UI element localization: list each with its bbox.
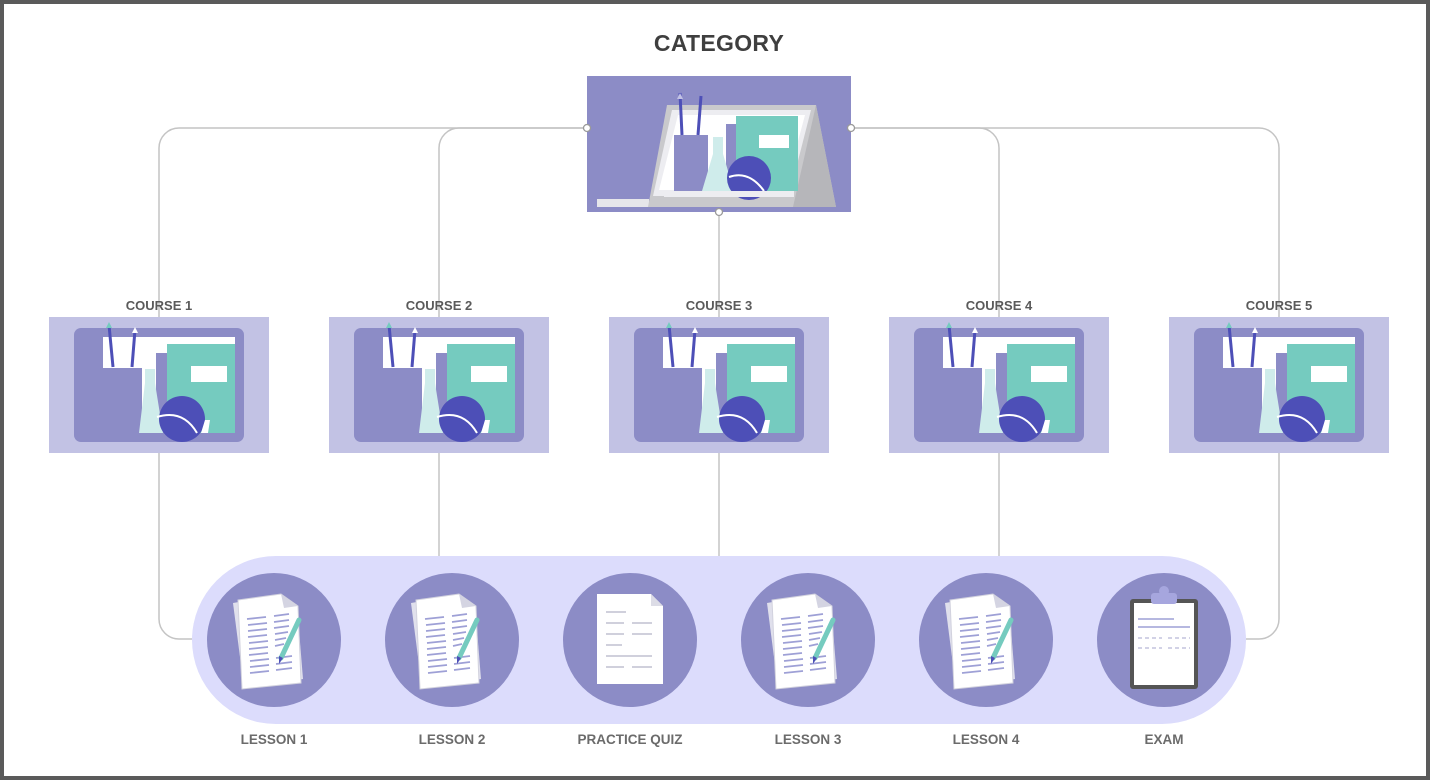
course-1-label: COURSE 1 — [125, 298, 193, 313]
lesson-document-icon — [233, 594, 303, 689]
course-3-label: COURSE 3 — [685, 298, 753, 313]
course-4-label: COURSE 4 — [965, 298, 1033, 313]
course-card-5 — [1167, 315, 1391, 455]
connector-course-1-band — [158, 453, 192, 640]
connector-lines — [158, 127, 1280, 640]
course-card-3 — [607, 315, 831, 455]
lesson-3-node — [741, 573, 875, 707]
connector-course-5-band — [1246, 453, 1280, 640]
exam-node — [1097, 573, 1231, 707]
clipboard-icon — [1129, 585, 1199, 690]
practice-quiz-label: PRACTICE QUIZ — [577, 732, 683, 747]
lesson-1-label: LESSON 1 — [240, 732, 308, 747]
items-band — [192, 556, 1246, 724]
lesson-4-label: LESSON 4 — [952, 732, 1020, 747]
connector-category-course-2 — [438, 127, 587, 317]
course-card-2 — [327, 315, 551, 455]
connector-category-course-4 — [851, 127, 1000, 317]
category-connector-dots — [582, 123, 856, 217]
quiz-document-icon — [596, 593, 664, 685]
lesson-3-label: LESSON 3 — [774, 732, 842, 747]
practice-quiz-node — [563, 573, 697, 707]
course-card-4 — [887, 315, 1111, 455]
lesson-1-node — [207, 573, 341, 707]
course-5-label: COURSE 5 — [1245, 298, 1313, 313]
category-image — [587, 76, 851, 212]
connector-category-course-1 — [158, 127, 587, 317]
exam-label: EXAM — [1144, 732, 1184, 747]
lesson-document-icon — [767, 594, 837, 689]
lesson-document-icon — [945, 594, 1015, 689]
lesson-2-label: LESSON 2 — [418, 732, 486, 747]
lesson-document-icon — [411, 594, 481, 689]
connector-category-course-5 — [851, 127, 1280, 317]
lesson-4-node — [919, 573, 1053, 707]
lesson-2-node — [385, 573, 519, 707]
diagram-canvas — [47, 76, 1391, 724]
category-title: CATEGORY — [653, 30, 785, 56]
course-2-label: COURSE 2 — [405, 298, 473, 313]
course-card-1 — [47, 315, 271, 455]
